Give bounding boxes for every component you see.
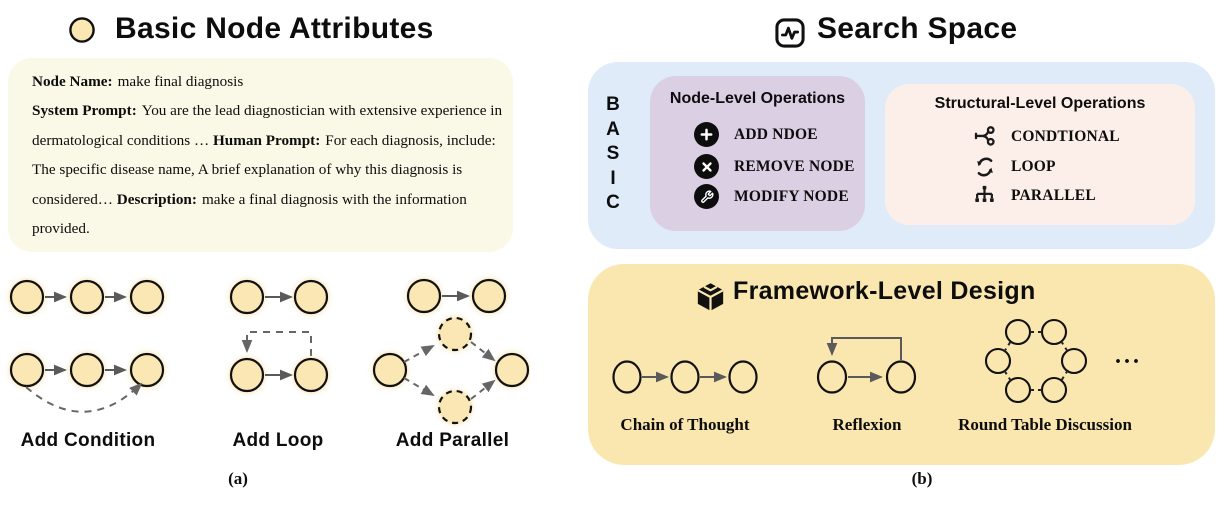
attribute-value: make a final diagnosis with the informat… [32, 190, 467, 238]
round-table-diagram [984, 318, 1088, 404]
node-attributes-card: Node Name:make final diagnosis System Pr… [8, 58, 513, 252]
attribute-field: Node Name:make final diagnosis [32, 73, 243, 90]
wrench-circle-icon [694, 184, 719, 209]
attribute-value: You are the lead diagnostician with exte… [32, 102, 503, 149]
operation-label: CONDTIONAL [1011, 127, 1120, 145]
add-loop-label: Add Loop [232, 430, 324, 451]
structural-level-operations-box: Structural-Level Operations CONDTIONAL [885, 84, 1195, 225]
attribute-label: System Prompt: [32, 102, 137, 120]
loop-icon [973, 155, 996, 178]
x-circle-icon [694, 154, 719, 179]
cube-icon [695, 281, 726, 313]
round-table-discussion-label: Round Table Discussion [958, 415, 1132, 434]
attribute-field: Human Prompt:For each diagnosis, include… [32, 132, 496, 208]
operation-item: CONDTIONAL [973, 125, 1120, 148]
panel-b-title: Search Space [817, 12, 1018, 45]
attribute-label: Node Name: [32, 73, 113, 90]
chain-of-thought-label: Chain of Thought [620, 415, 750, 434]
attribute-field: System Prompt:You are the lead diagnosti… [32, 102, 502, 148]
activity-icon [774, 17, 806, 49]
operation-item: REMOVE NODE [694, 154, 855, 179]
attribute-value: For each diagnosis, include: The specifi… [32, 131, 496, 208]
node-operations-diagram [9, 278, 530, 425]
basic-letter: B [606, 94, 620, 115]
basic-letter: A [606, 118, 620, 140]
panel-a-title: Basic Node Attributes [115, 12, 434, 45]
operation-label: REMOVE NODE [734, 157, 855, 175]
operation-item: PARALLEL [973, 184, 1096, 207]
node-level-operations-box: Node-Level Operations ADD NDOE REMOVE NO… [650, 76, 865, 231]
reflexion-label: Reflexion [832, 415, 902, 434]
operation-item: LOOP [973, 155, 1056, 178]
add-parallel-diagram [372, 278, 530, 425]
operation-label: LOOP [1011, 157, 1056, 175]
basic-vertical-label: B A S I C [598, 93, 628, 216]
add-loop-diagram [229, 279, 329, 393]
reflexion-diagram [816, 337, 917, 394]
attribute-field: Description:make a final diagnosis with … [32, 191, 467, 237]
structural-level-title: Structural-Level Operations [934, 95, 1146, 112]
framework-examples-diagram [612, 318, 1088, 404]
attribute-value: make final diagnosis [117, 73, 244, 90]
operation-item: MODIFY NODE [694, 184, 849, 209]
operation-label: PARALLEL [1011, 186, 1096, 204]
caption-a: (a) [228, 469, 248, 488]
basic-letter: C [606, 192, 620, 214]
basic-letter: I [610, 167, 616, 189]
operation-label: ADD NDOE [734, 125, 818, 143]
node-level-title: Node-Level Operations [669, 90, 846, 107]
attribute-label: Human Prompt: [212, 131, 321, 149]
ellipsis: ... [1115, 343, 1142, 369]
chain-of-thought-diagram [612, 360, 758, 394]
operation-item: ADD NDOE [694, 122, 818, 147]
node-circle-icon [68, 16, 96, 44]
branch-icon [973, 125, 996, 148]
framework-level-title: Framework-Level Design [733, 277, 1036, 305]
add-parallel-label: Add Parallel [395, 430, 510, 451]
operation-label: MODIFY NODE [734, 187, 849, 205]
add-condition-label: Add Condition [20, 430, 156, 451]
attribute-label: Description: [116, 190, 197, 208]
caption-b: (b) [911, 469, 933, 488]
basic-letter: S [606, 143, 620, 165]
plus-circle-icon [694, 122, 719, 147]
parallel-icon [973, 184, 996, 207]
add-condition-diagram [9, 279, 165, 413]
